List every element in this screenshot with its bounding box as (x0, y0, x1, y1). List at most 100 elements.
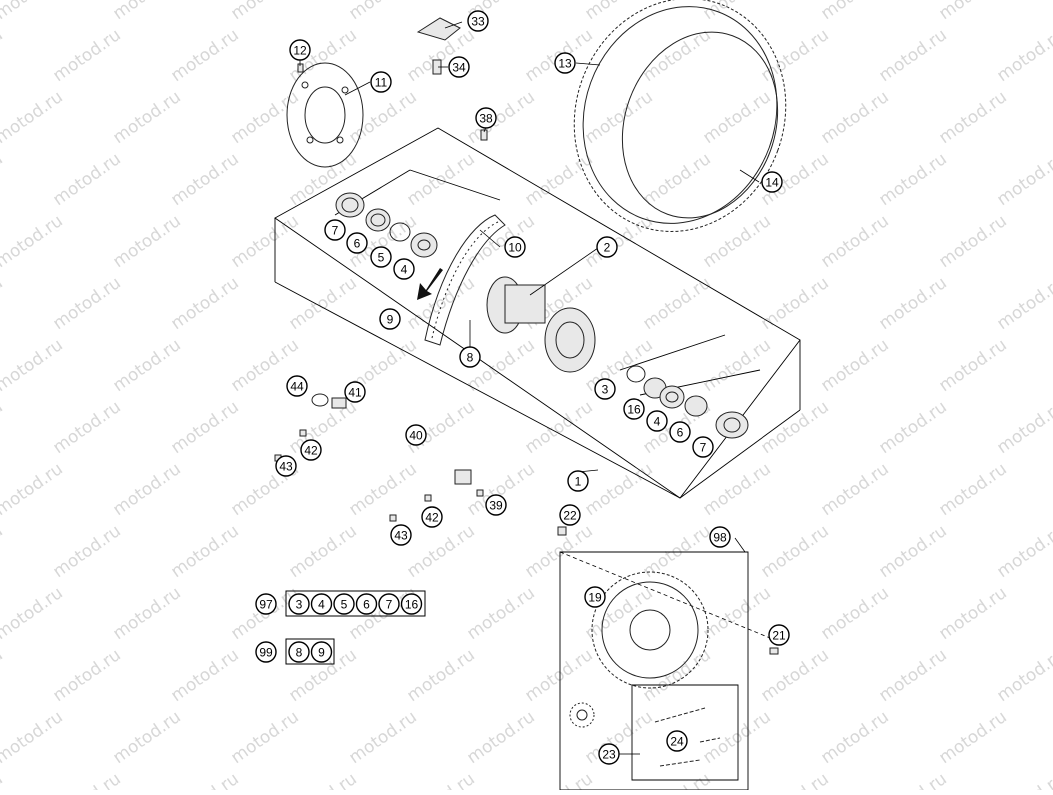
callout-circle (405, 424, 427, 446)
callout-label: 5 (341, 598, 348, 612)
callout-circle (288, 593, 310, 615)
part-callout-9: 9 (379, 308, 401, 330)
callout-label: 8 (467, 351, 474, 365)
watermark-text: motod.ru (285, 273, 360, 334)
callout-label: 98 (713, 531, 727, 545)
callout-circle (289, 39, 311, 61)
watermark-text: motod.ru (817, 707, 892, 768)
part-callout-22: 22 (559, 504, 581, 526)
part-callout-42: 42 (421, 506, 443, 528)
kit-callout-97: 97 (255, 593, 277, 615)
watermark-text: motod.ru (993, 645, 1053, 706)
callout-circle (255, 641, 277, 663)
callout-label: 34 (452, 61, 466, 75)
watermark-text: motod.ru (0, 583, 67, 644)
watermark-text: motod.ru (0, 87, 67, 148)
callout-label: 41 (348, 386, 362, 400)
part-callout-14: 14 (761, 171, 783, 193)
watermark-text: motod.ru (0, 149, 7, 210)
watermark-text: motod.ru (109, 583, 184, 644)
watermark-text: motod.ru (581, 0, 656, 24)
callout-label: 99 (259, 646, 273, 660)
watermark-text: motod.ru (345, 707, 420, 768)
watermark-text: motod.ru (49, 273, 124, 334)
callout-circle (692, 436, 714, 458)
watermark-text: motod.ru (639, 645, 714, 706)
callout-circle (559, 504, 581, 526)
callout-label: 7 (386, 598, 393, 612)
part-callout-2: 2 (596, 236, 618, 258)
watermark-text: motod.ru (639, 521, 714, 582)
callout-circle (400, 593, 423, 615)
watermark-text: motod.ru (109, 0, 184, 24)
watermark-text: motod.ru (521, 397, 596, 458)
part-callout-16: 16 (623, 398, 645, 420)
watermark-text: motod.ru (581, 459, 656, 520)
watermark-text: motod.ru (993, 273, 1053, 334)
callout-label: 2 (604, 241, 611, 255)
watermark-text: motod.ru (875, 273, 950, 334)
watermark-text: motod.ru (167, 397, 242, 458)
callout-circle (310, 641, 333, 663)
part-callout-39: 39 (485, 494, 507, 516)
watermark-text: motod.ru (817, 87, 892, 148)
callout-circle (288, 641, 310, 663)
callout-circle (709, 526, 731, 548)
drive-chain (654, 707, 721, 767)
callout-label: 4 (654, 415, 661, 429)
part-callout-24: 24 (666, 730, 688, 752)
callout-label: 21 (772, 629, 786, 643)
callout-label: 12 (293, 44, 307, 58)
part-callout-8: 8 (459, 346, 481, 368)
watermark-text: motod.ru (935, 87, 1010, 148)
part-callout-44: 44 (286, 375, 308, 397)
callout-circle (485, 494, 507, 516)
watermark-text: motod.ru (463, 583, 538, 644)
bolts-and-nuts (557, 526, 779, 655)
part-callout-21: 21 (768, 624, 790, 646)
part-callout-43: 43 (275, 455, 297, 477)
watermark-text: motod.ru (935, 707, 1010, 768)
callout-circle (594, 378, 616, 400)
watermark-text: motod.ru (109, 459, 184, 520)
kit-97-item-7: 7 (378, 593, 400, 615)
kit-99-box (285, 638, 335, 665)
callout-circle (378, 593, 400, 615)
watermark-text: motod.ru (49, 397, 124, 458)
watermark-text: motod.ru (935, 459, 1010, 520)
watermark-text: motod.ru (757, 645, 832, 706)
watermark-text: motod.ru (49, 149, 124, 210)
wheel-hub (486, 276, 596, 373)
watermark-text: motod.ru (699, 459, 774, 520)
part-callout-19: 19 (584, 586, 606, 608)
watermark-text: motod.ru (463, 87, 538, 148)
valve-cap-parts (297, 17, 488, 141)
callout-circle (467, 10, 489, 32)
watermark-text: motod.ru (875, 769, 950, 790)
part-callout-12: 12 (289, 39, 311, 61)
part-callout-41: 41 (344, 381, 366, 403)
part-callout-5: 5 (370, 246, 392, 268)
watermark-text: motod.ru (463, 707, 538, 768)
callout-circle (584, 586, 606, 608)
watermark-text: motod.ru (0, 0, 67, 24)
part-callout-13: 13 (554, 52, 576, 74)
watermark-text: motod.ru (581, 707, 656, 768)
watermark-text: motod.ru (0, 335, 67, 396)
watermark-text: motod.ru (49, 769, 124, 790)
callout-circle (390, 524, 412, 546)
callout-circle (669, 421, 691, 443)
part-callout-3: 3 (594, 378, 616, 400)
watermark-text: motod.ru (403, 521, 478, 582)
watermark-text: motod.ru (875, 521, 950, 582)
watermark-text: motod.ru (49, 25, 124, 86)
part-callout-4: 4 (646, 410, 668, 432)
watermark-text: motod.ru (167, 645, 242, 706)
callout-label: 7 (332, 224, 339, 238)
callout-circle (761, 171, 783, 193)
callout-circle (370, 246, 392, 268)
watermark-text: motod.ru (581, 87, 656, 148)
watermark-text: motod.ru (699, 211, 774, 272)
part-callout-42: 42 (300, 439, 322, 461)
